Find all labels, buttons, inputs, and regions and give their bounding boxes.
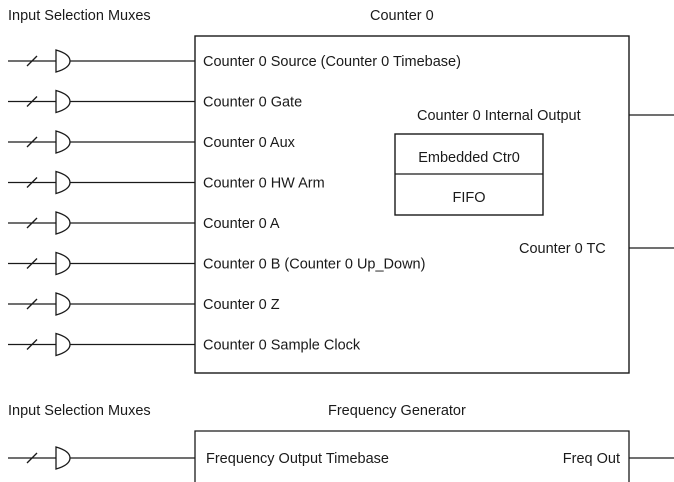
freq-input-label: Frequency Output Timebase [206, 451, 389, 467]
counter-input-label: Counter 0 Source (Counter 0 Timebase) [203, 54, 461, 70]
bus-slash [26, 452, 38, 464]
freq-gen-title: Frequency Generator [328, 403, 466, 419]
counter-title: Counter 0 [370, 8, 434, 24]
bus-slash [26, 339, 38, 350]
bus-slash [26, 55, 38, 67]
mux-row [8, 211, 195, 235]
mux-icon [55, 292, 71, 316]
counter-input-label: Counter 0 Z [203, 297, 280, 313]
counter-tc-label: Counter 0 TC [519, 241, 606, 257]
freq-gen-box [194, 430, 630, 482]
bus-slash [26, 136, 38, 148]
mux-icon [55, 446, 71, 470]
freq-input-row [8, 446, 195, 470]
bus-slash [26, 177, 38, 188]
mux-row [8, 170, 195, 195]
mux-row [8, 89, 195, 114]
freq-out-label: Freq Out [563, 451, 620, 467]
bus-slash [26, 96, 38, 107]
counter-input-label: Counter 0 Gate [203, 95, 302, 111]
counter-input-rows: Counter 0 Source (Counter 0 Timebase) Cou… [8, 49, 461, 357]
mux-row [8, 251, 195, 276]
fifo-label: FIFO [452, 190, 485, 206]
counter-input-label: Counter 0 Sample Clock [203, 338, 361, 354]
bus-slash [26, 217, 38, 229]
counter-input-label: Counter 0 HW Arm [203, 176, 325, 192]
mux-icon [55, 251, 71, 276]
freq-mux-heading: Input Selection Muxes [8, 403, 151, 419]
counter-mux-heading: Input Selection Muxes [8, 8, 151, 24]
mux-icon [55, 170, 71, 195]
mux-row [8, 130, 195, 154]
counter-input-label: Counter 0 B (Counter 0 Up_Down) [203, 257, 425, 273]
embedded-ctr-label: Embedded Ctr0 [418, 150, 520, 166]
mux-row [8, 332, 195, 357]
counter-internal-output-label: Counter 0 Internal Output [417, 108, 581, 124]
mux-icon [55, 130, 71, 154]
bus-slash [26, 298, 38, 310]
counter-input-label: Counter 0 A [203, 216, 280, 232]
mux-row [8, 292, 195, 316]
mux-row [8, 49, 195, 73]
mux-row [8, 446, 195, 470]
mux-icon [55, 89, 71, 114]
mux-icon [55, 211, 71, 235]
mux-icon [55, 49, 71, 73]
bus-slash [26, 258, 38, 269]
mux-icon [55, 332, 71, 357]
counter-input-label: Counter 0 Aux [203, 135, 296, 151]
